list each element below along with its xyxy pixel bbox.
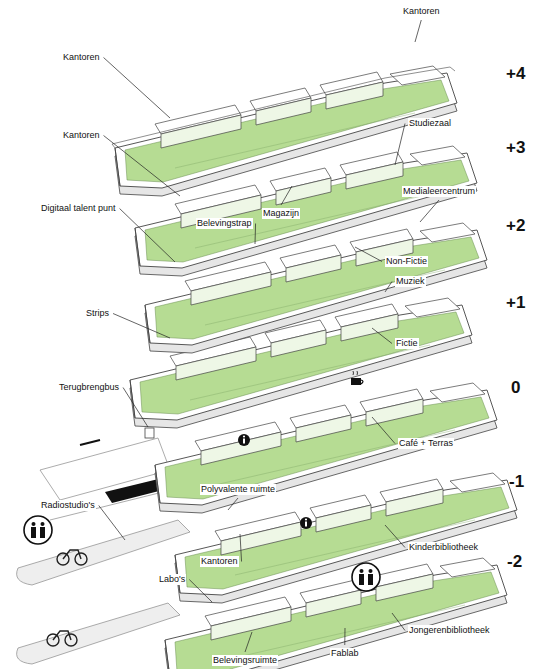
level-number: +4 — [505, 64, 526, 83]
room-label: Kantoren — [62, 52, 101, 63]
room-label: Café + Terras — [398, 438, 454, 449]
leader-line — [344, 628, 345, 645]
level-number: 0 — [510, 378, 521, 397]
room-label: Belevingsruimte — [212, 655, 278, 666]
leader-line — [228, 498, 238, 510]
level-number: -2 — [506, 552, 523, 571]
bicycle-icon — [47, 631, 77, 646]
return-box — [145, 428, 154, 438]
leader-line — [99, 506, 125, 541]
room-label: Strips — [85, 308, 110, 319]
leader-line — [189, 580, 212, 603]
leader-line — [392, 613, 405, 631]
pedestrian-icon — [24, 516, 52, 544]
leader-line — [240, 534, 242, 562]
room-label: Digitaal talent punt — [40, 203, 117, 214]
level-number: -1 — [508, 472, 525, 491]
roof-edge — [112, 67, 455, 148]
floor-slab — [175, 473, 517, 603]
room-label: Polyvalente ruimte — [200, 484, 276, 495]
room-label: Kantoren — [62, 130, 101, 141]
info-icon — [300, 517, 312, 529]
leader-line — [372, 417, 395, 444]
leader-line — [281, 186, 292, 205]
leader-line — [113, 314, 170, 339]
room-label: Kinderbibliotheek — [408, 542, 479, 553]
leader-line — [420, 200, 439, 222]
cafe-icon — [351, 371, 363, 385]
leader-line — [123, 388, 148, 428]
room-label: Belevingstrap — [196, 218, 253, 229]
info-icon — [238, 434, 250, 446]
pedestrian-icon — [352, 563, 380, 591]
room-label: Magazijn — [262, 208, 300, 219]
leader-line — [104, 58, 170, 119]
leader-line — [415, 20, 421, 42]
room-label: Studiezaal — [408, 118, 452, 129]
room-label: Jongerenbibliotheek — [408, 625, 491, 636]
leader-line — [245, 632, 252, 652]
level-number: +1 — [505, 293, 526, 312]
leader-line — [255, 224, 257, 245]
room-label: Labo's — [158, 574, 186, 585]
leader-line — [355, 247, 382, 262]
room-label: Radiostudio's — [40, 500, 96, 511]
room-label: Muziek — [395, 276, 426, 287]
ground-level-minus2 — [17, 603, 180, 664]
room-label: Terugbrengbus — [58, 382, 120, 393]
room-label: Medialeercentrum — [402, 186, 476, 197]
leader-line — [385, 525, 405, 548]
level-number: +2 — [505, 216, 526, 235]
leader-line — [104, 136, 180, 197]
leader-line — [385, 282, 392, 293]
room-label: Fictie — [395, 338, 419, 349]
room-label: Fablab — [330, 648, 360, 659]
leader-line — [372, 328, 392, 344]
room-label: Kantoren — [402, 6, 441, 17]
room-label: Non-Fictie — [385, 256, 428, 267]
bicycle-icon — [57, 550, 87, 565]
leader-line — [395, 124, 405, 166]
level-number: +3 — [505, 138, 526, 157]
room-label: Kantoren — [200, 556, 239, 567]
leader-line — [120, 209, 175, 263]
